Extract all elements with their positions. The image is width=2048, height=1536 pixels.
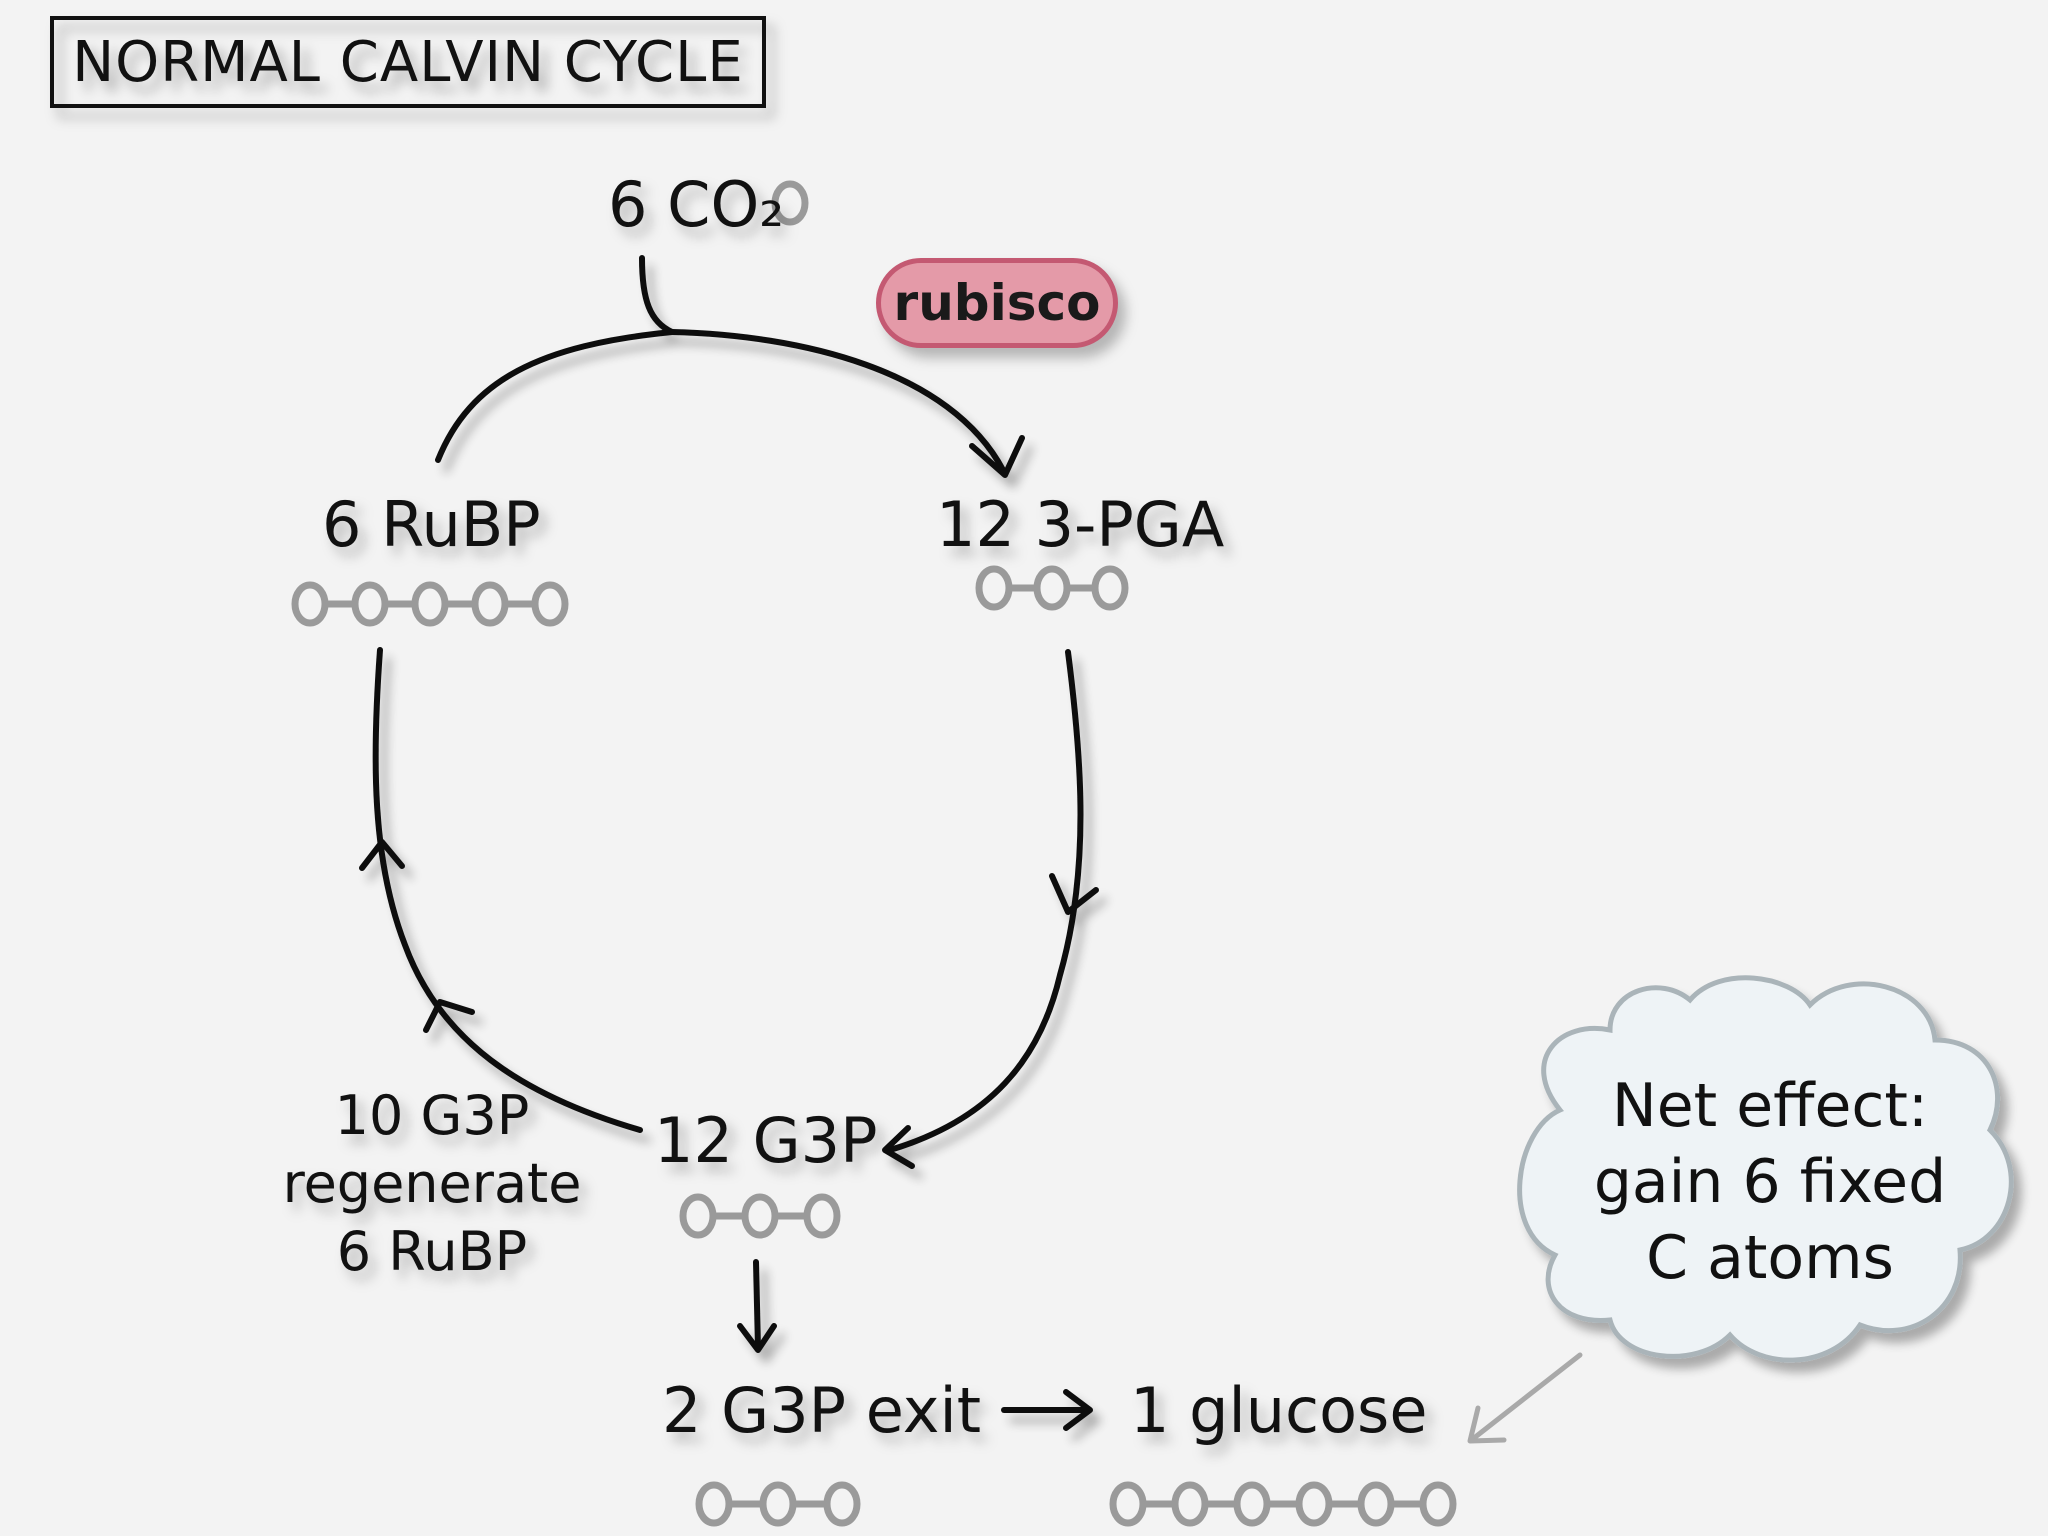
arrowhead-left-lower [423,999,475,1033]
carbon-atom [471,581,509,627]
regen-line-2: regenerate [282,1152,582,1215]
cloud-pointer-arrowhead [1467,1405,1507,1444]
g3p-label: 12 G3P [654,1104,878,1177]
regeneration-note: 10 G3P regenerate 6 RuBP [282,1082,582,1286]
glucose-label: 1 glucose [1130,1374,1428,1447]
carbon-atom [771,180,809,226]
arrowhead-right-mid [1049,873,1099,915]
carbon-chain-glucose [1109,1481,1457,1527]
carbon-atom [1091,565,1129,611]
g3p-exit-label: 2 G3P exit [662,1374,982,1447]
carbon-atom [1419,1481,1457,1527]
arrow-carboxylation-to-pga [669,329,1006,473]
carbon-atom [759,1481,797,1527]
arrowhead-glucose [1063,1389,1093,1431]
carbon-atom [803,1193,841,1239]
carbon-chain-g3p [679,1193,841,1239]
rubp-label: 6 RuBP [322,488,541,561]
arrowhead-exit [737,1323,777,1353]
net-effect-line-3: C atoms [1646,1223,1894,1293]
carbon-atom [823,1481,861,1527]
net-effect-line-2: gain 6 fixed [1593,1147,1947,1217]
carbon-atom [1233,1481,1271,1527]
arrowhead-left-upper [359,839,405,871]
carbon-atom [1109,1481,1147,1527]
carbon-atom [695,1481,733,1527]
carbon-chain-pga [975,565,1129,611]
regen-line-3: 6 RuBP [336,1220,528,1283]
carbon-atom [1171,1481,1209,1527]
carbon-atom [531,581,569,627]
carbon-chain-rubp [291,581,569,627]
carbon-atom [1295,1481,1333,1527]
co2-input-line [639,255,675,335]
arrowhead-g3p [882,1125,915,1169]
co2-label: 6 CO₂ [608,168,785,241]
arrowhead-pga [969,435,1025,478]
carbon-atom [975,565,1013,611]
carbon-atom [1357,1481,1395,1527]
diagram-title: NORMAL CALVIN CYCLE [50,16,766,108]
carbon-atom [1033,565,1071,611]
arrow-rubp-to-carboxylation [435,329,675,463]
net-effect-line-1: Net effect: [1611,1071,1929,1141]
carbon-atom [351,581,389,627]
cloud-pointer-arrow [1471,1352,1583,1441]
pga-label: 12 3-PGA [936,488,1225,561]
net-effect-note: Net effect: gain 6 fixed C atoms [1560,1068,1980,1296]
carbon-atom [291,581,329,627]
regen-line-1: 10 G3P [334,1084,530,1147]
carbon-atom [411,581,449,627]
arrow-pga-to-g3p [887,649,1084,1153]
arrow-g3p-to-rubp [372,647,643,1133]
carbon-chain-exit [695,1481,861,1527]
note-cloud-shape [1517,975,2014,1363]
carbon-atom [679,1193,717,1239]
rubisco-enzyme-badge: rubisco [876,258,1118,348]
arrow-g3p-to-exit [753,1259,761,1351]
carbon-chain-co2 [771,180,809,226]
carbon-atom [741,1193,779,1239]
